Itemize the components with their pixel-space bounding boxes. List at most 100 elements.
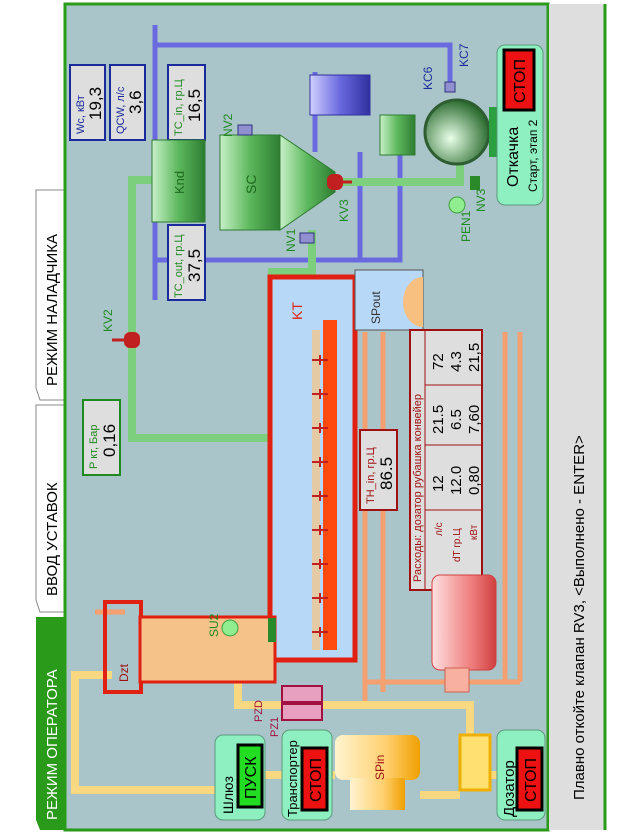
heating-pipes (95, 332, 523, 702)
tag-pzd: PZD (253, 700, 265, 722)
svg-text:KT: KT (289, 302, 305, 320)
tag-pz1: PZ1 (269, 717, 281, 737)
scraper-mark (312, 525, 328, 535)
svg-text:TC_out, гр.Ц: TC_out, гр.Ц (173, 234, 185, 298)
svg-text:QCW, л/с: QCW, л/с (115, 86, 127, 134)
svg-text:кВт: кВт (469, 524, 480, 540)
conveyor-kt: KT (267, 274, 358, 663)
svg-text:16,5: 16,5 (185, 89, 204, 122)
scraper-mark (312, 389, 328, 399)
svg-text:TH_in, гр.Ц: TH_in, гр.Ц (365, 447, 377, 504)
svg-text:TC_in, гр.Ц: TC_in, гр.Ц (173, 79, 185, 136)
tag-su2: SU2 (207, 613, 221, 637)
tag-kc6: KC6 (421, 66, 435, 90)
scraper-mark (312, 457, 328, 467)
scraper-mark (312, 355, 328, 365)
tag-kv2: KV2 (101, 309, 115, 332)
tag-nv2: NV2 (221, 113, 235, 137)
tag-nv3: NV3 (474, 188, 488, 212)
transporter-stop-button[interactable]: СТОП (300, 746, 329, 812)
svg-text:72: 72 (430, 353, 447, 370)
svg-text:SPin: SPin (373, 755, 387, 780)
svg-text:СТОП: СТОП (512, 59, 529, 103)
flow-table: Расходы: дозатор рубашка конвейер л/с dT… (409, 329, 483, 591)
svg-text:19,3: 19,3 (86, 87, 105, 120)
dosing-tank-dzt: Dzt (103, 600, 277, 694)
svg-text:Шлюз: Шлюз (220, 776, 236, 814)
svg-text:Откачка: Откачка (505, 127, 522, 187)
receiver-vessel (309, 74, 371, 116)
hopper-spout: SPout (354, 269, 424, 331)
svg-text:12.0: 12.0 (448, 466, 465, 495)
svg-text:0,16: 0,16 (100, 424, 119, 457)
pen1-indicator (448, 196, 466, 214)
readout-tc-in: TC_in, гр.Ц 16,5 (167, 64, 206, 141)
dosator-unit (458, 733, 492, 792)
svg-text:Старт, этап 2: Старт, этап 2 (526, 119, 540, 192)
dozator-stop-button[interactable]: СТОП (515, 746, 544, 812)
nv2-valve[interactable] (237, 124, 253, 136)
status-bar (549, 4, 605, 830)
svg-text:12: 12 (430, 475, 447, 492)
tab-adjuster-mode[interactable]: РЕЖИМ НАЛАДЧИКА (35, 189, 66, 401)
svg-text:21,5: 21,5 (466, 343, 483, 372)
su2-indicator (221, 619, 239, 637)
scraper-mark (312, 593, 328, 603)
svg-text:Knd: Knd (172, 171, 187, 194)
nv3-valve[interactable] (470, 176, 480, 190)
tab-setpoints[interactable]: ВВОД УСТАВОК (35, 404, 66, 613)
cylinder-pzd[interactable] (281, 685, 323, 703)
shlyuz-start-button[interactable]: ПУСК (236, 743, 264, 809)
control-otkachka: Откачка Старт, этап 2 СТОП (496, 44, 544, 206)
svg-text:СТОП: СТОП (523, 758, 540, 802)
svg-text:dT гр.Ц: dT гр.Ц (452, 528, 463, 562)
control-shlyuz: Шлюз ПУСК (214, 734, 266, 821)
cylinder-pz1[interactable] (281, 703, 323, 721)
svg-text:л/с: л/с (434, 522, 445, 536)
svg-text:Wc, кВт: Wc, кВт (75, 95, 87, 134)
readout-wc: Wc, кВт 19,3 (69, 64, 106, 141)
control-dozator: Дозатор СТОП (496, 729, 546, 821)
vacuum-tank (379, 114, 416, 156)
otkachka-stop-button[interactable]: СТОП (502, 48, 536, 112)
svg-text:P кт, Бар: P кт, Бар (88, 424, 100, 469)
vacuum-pump (423, 98, 491, 166)
nv1-valve[interactable] (299, 232, 315, 244)
svg-text:Дозатор: Дозатор (501, 760, 518, 817)
svg-text:Транспортер: Транспортер (285, 740, 300, 817)
scraper-mark (312, 491, 328, 501)
tab-label: РЕЖИМ НАЛАДЧИКА (44, 234, 61, 386)
flow-table-title: Расходы: дозатор рубашка конвейер (412, 394, 424, 582)
svg-text:37,5: 37,5 (185, 249, 204, 282)
tab-operator-mode[interactable]: РЕЖИМ ОПЕРАТОРА (36, 617, 65, 830)
control-transporter: Транспортер СТОП (281, 729, 333, 821)
readout-p-kt: P кт, Бар 0,16 (82, 399, 121, 476)
svg-text:3,6: 3,6 (126, 90, 145, 114)
condenser-knd: Knd (151, 139, 206, 223)
svg-text:SC: SC (243, 175, 259, 194)
svg-text:86.5: 86.5 (377, 457, 396, 490)
tag-pen1: PEN1 (459, 210, 473, 242)
svg-text:0,80: 0,80 (466, 466, 483, 495)
readout-qcw: QCW, л/с 3,6 (109, 64, 146, 141)
svg-text:Dzt: Dzt (117, 663, 131, 682)
tag-nv1: NV1 (284, 228, 298, 252)
scraper-mark (312, 423, 328, 433)
hopper-spin: SPin (335, 735, 420, 810)
scraper-mark (312, 559, 328, 569)
status-message: Плавно откойте клапан RV3, <Выполнено - … (571, 435, 588, 800)
tag-kv3: KV3 (337, 199, 351, 222)
kc6-valve[interactable] (444, 81, 456, 93)
svg-text:4.3: 4.3 (448, 351, 465, 372)
kv2-valve[interactable] (112, 332, 140, 348)
separator-sc: SC (219, 134, 336, 231)
kv3-valve[interactable] (327, 174, 352, 190)
svg-text:SPout: SPout (369, 291, 383, 324)
heater-boiler (431, 574, 497, 693)
scraper-mark (312, 627, 328, 637)
readout-tc-out: TC_out, гр.Ц 37,5 (167, 224, 206, 301)
svg-text:ПУСК: ПУСК (243, 756, 260, 799)
svg-text:7,60: 7,60 (466, 405, 483, 434)
svg-text:21.5: 21.5 (430, 405, 447, 434)
